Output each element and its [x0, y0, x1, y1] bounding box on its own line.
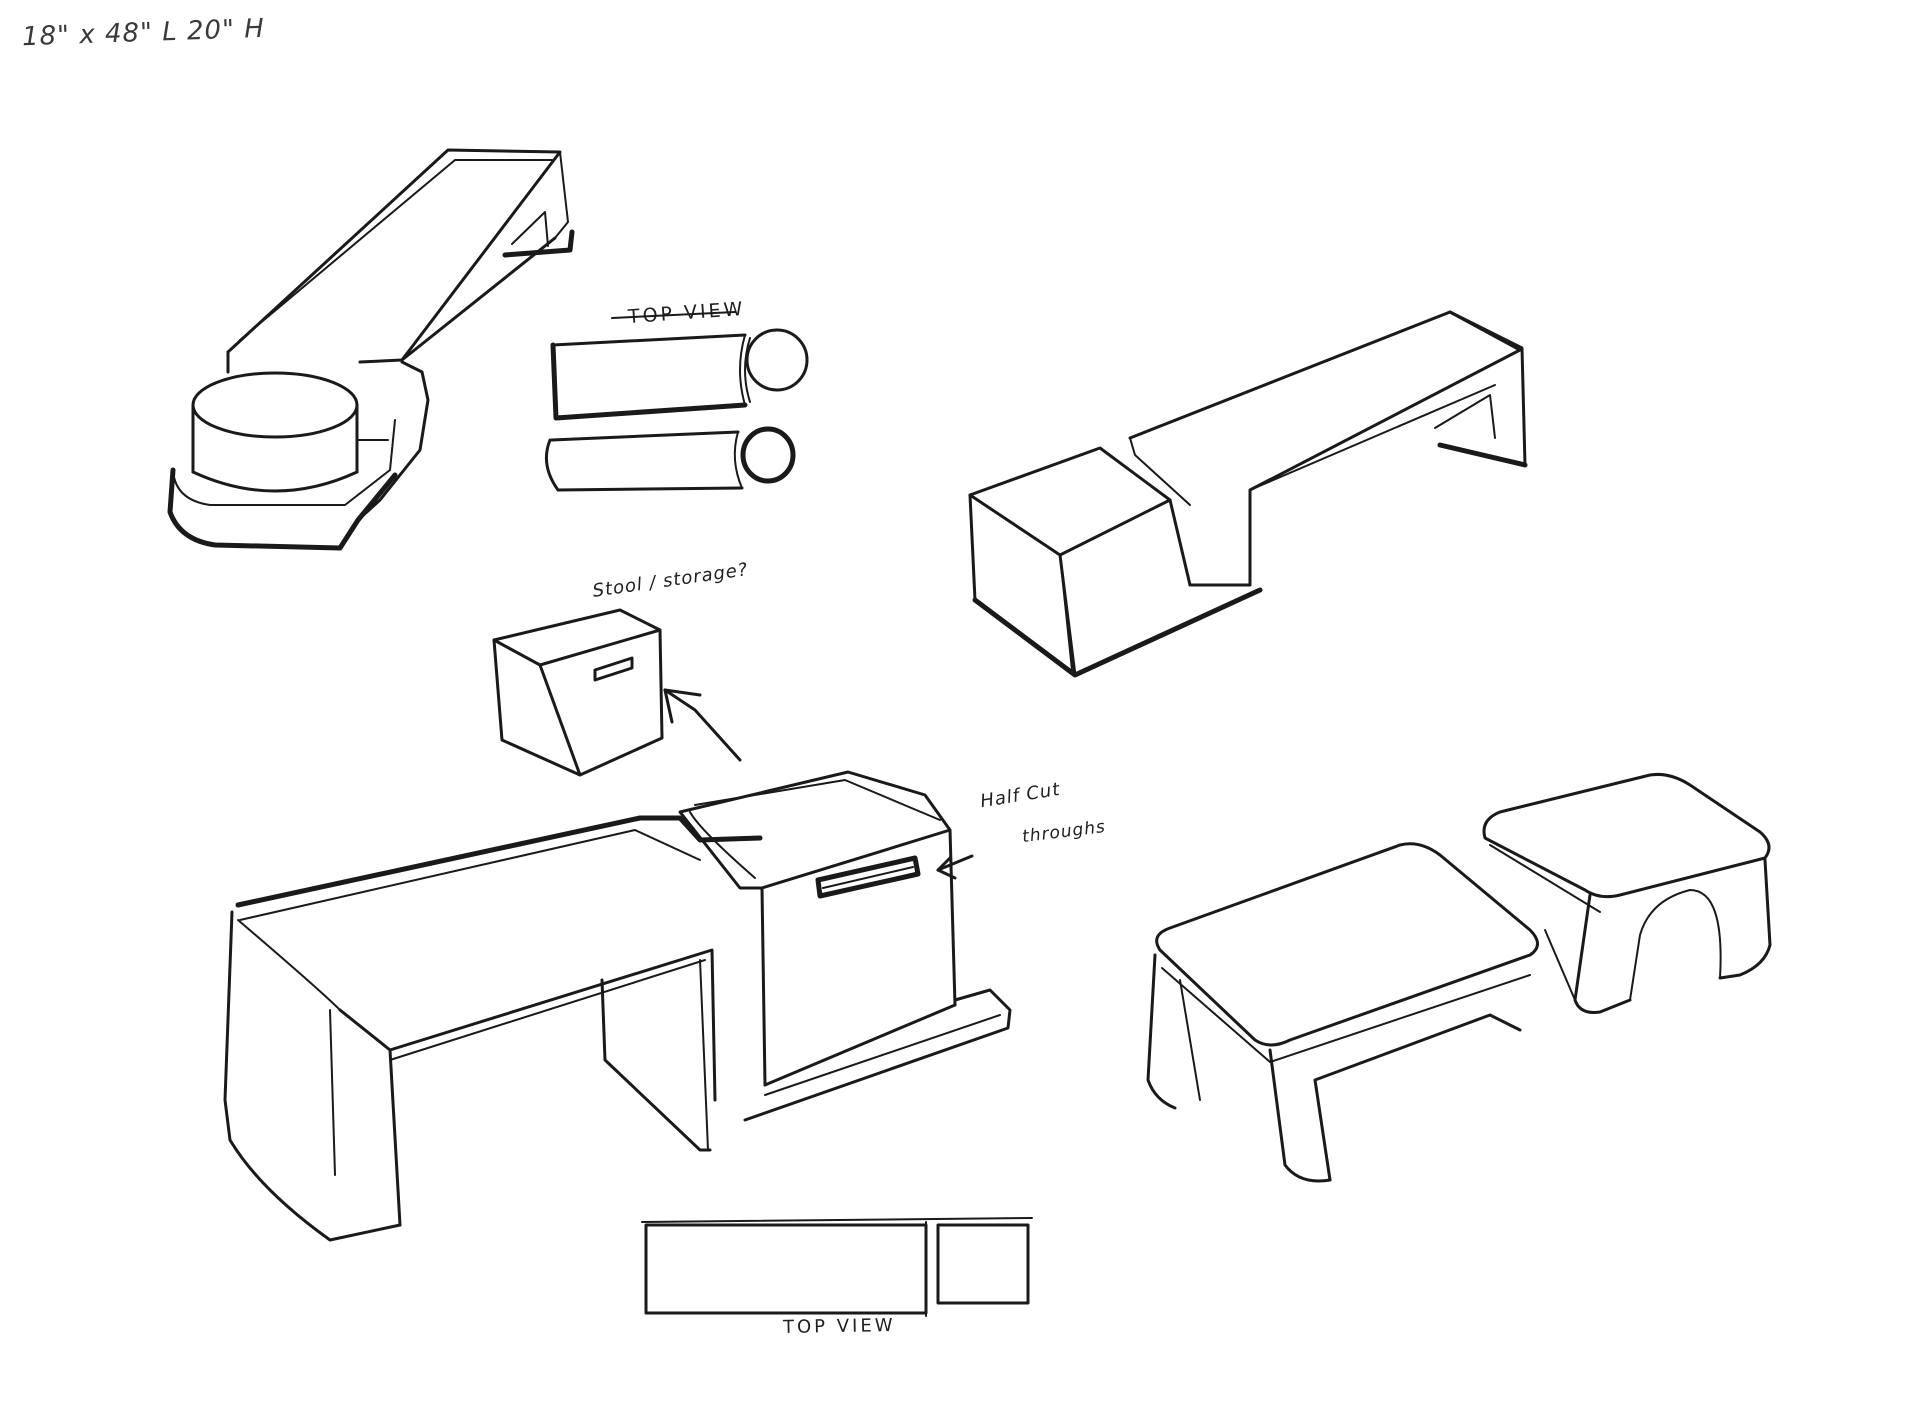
round-seat-bench-sketch — [167, 148, 575, 551]
block-stool-bench-sketch — [968, 310, 1528, 678]
storage-bench-sketch — [223, 770, 1012, 1242]
top-view-rectangles-sketch — [641, 1217, 1033, 1317]
storage-cube-sketch — [492, 608, 742, 777]
rounded-double-bench-sketch — [1146, 773, 1772, 1183]
top-view-cylinders-sketch — [544, 311, 809, 492]
